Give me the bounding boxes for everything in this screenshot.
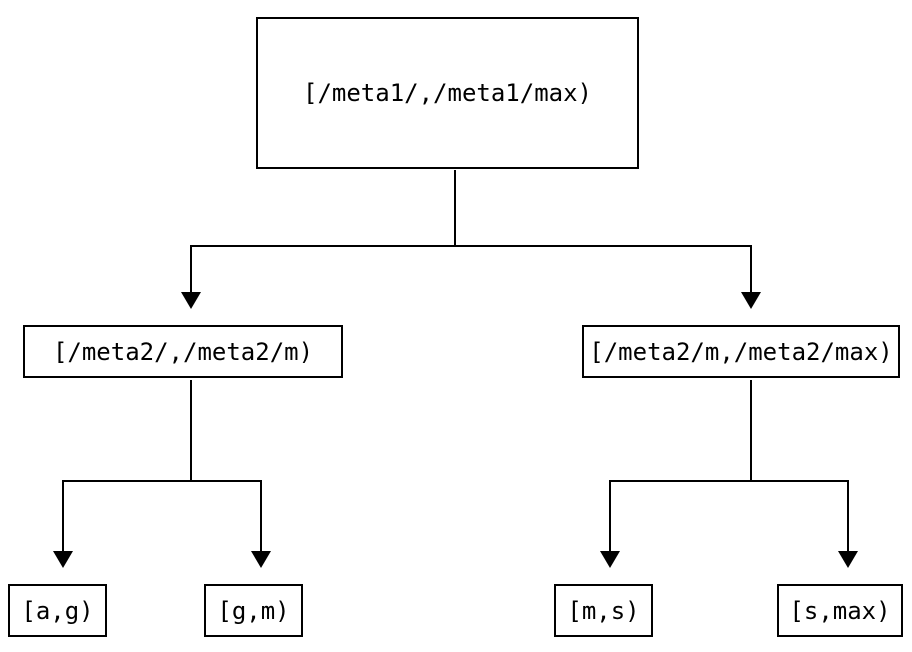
edge-left-to-leaf-gm bbox=[191, 480, 262, 551]
node-right-child: [/meta2/m,/meta2/max) bbox=[582, 325, 900, 378]
edge-root-to-left bbox=[190, 245, 455, 292]
node-left-child-label: [/meta2/,/meta2/m) bbox=[52, 337, 314, 366]
node-leaf-gm-label: [g,m) bbox=[217, 596, 290, 625]
arrow-down-icon bbox=[838, 551, 858, 568]
node-leaf-smax: [s,max) bbox=[777, 584, 903, 637]
node-root-label: [/meta1/,/meta1/max) bbox=[303, 79, 592, 107]
edge-left-to-leaf-ag bbox=[62, 480, 191, 551]
node-leaf-ag-label: [a,g) bbox=[21, 596, 94, 625]
arrow-down-icon bbox=[600, 551, 620, 568]
node-leaf-ms: [m,s) bbox=[554, 584, 653, 637]
arrow-down-icon bbox=[741, 292, 761, 309]
edge-right-to-leaf-ms bbox=[609, 480, 751, 551]
node-left-child: [/meta2/,/meta2/m) bbox=[23, 325, 343, 378]
edge-right-to-leaf-smax bbox=[751, 480, 849, 551]
arrow-down-icon bbox=[53, 551, 73, 568]
node-right-child-label: [/meta2/m,/meta2/max) bbox=[589, 337, 893, 366]
node-leaf-smax-label: [s,max) bbox=[789, 596, 891, 625]
arrow-down-icon bbox=[181, 292, 201, 309]
node-leaf-ms-label: [m,s) bbox=[567, 596, 640, 625]
edge-root-to-right bbox=[455, 245, 752, 292]
node-leaf-ag: [a,g) bbox=[8, 584, 107, 637]
node-root: [/meta1/,/meta1/max) bbox=[256, 17, 639, 169]
node-leaf-gm: [g,m) bbox=[204, 584, 303, 637]
arrow-down-icon bbox=[251, 551, 271, 568]
